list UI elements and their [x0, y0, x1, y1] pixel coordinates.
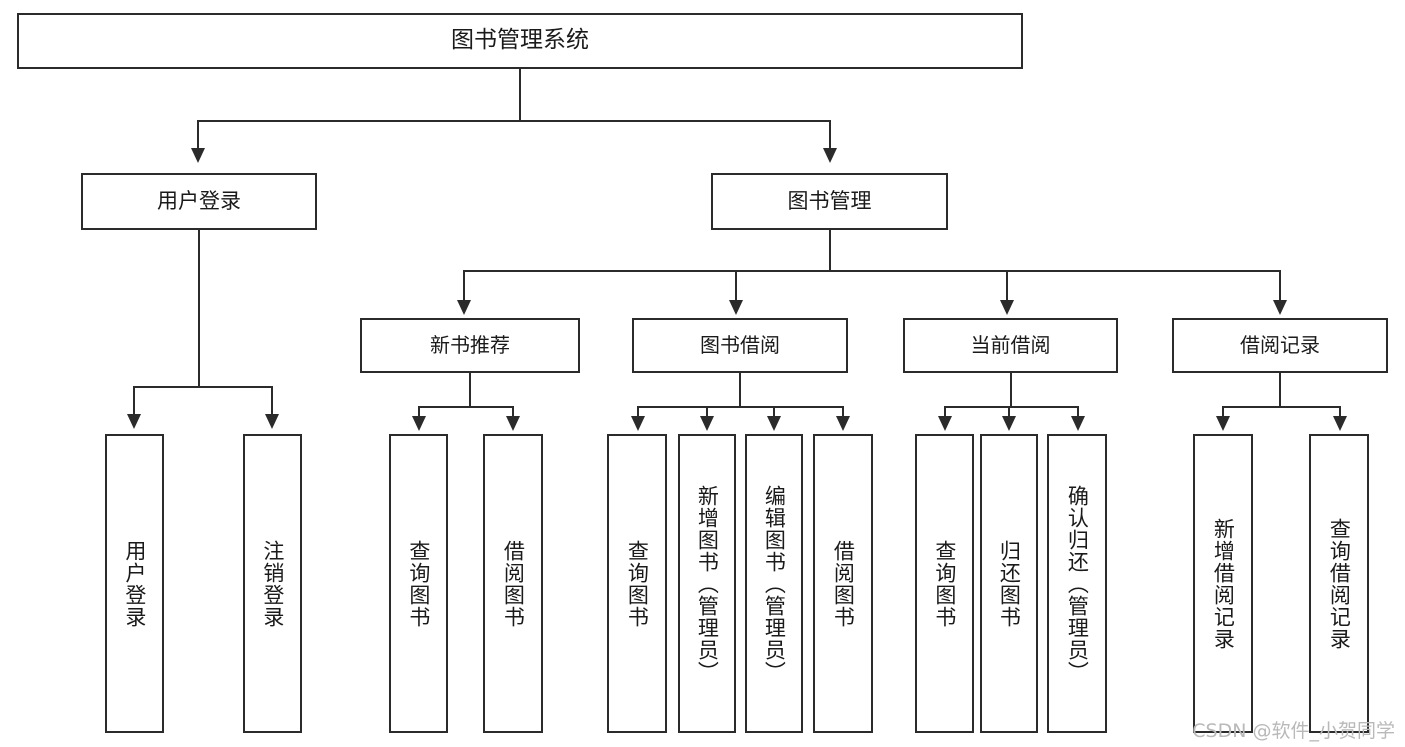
- node-label: 查询图书: [932, 539, 957, 628]
- leaf-query-book-new-rec[interactable]: 查询图书: [389, 434, 448, 733]
- connector-bb-bus: [637, 406, 844, 408]
- leaf-confirm-return-admin[interactable]: 确认归还（管理员）: [1047, 434, 1107, 733]
- connector-nbr-drop-2: [512, 406, 514, 418]
- node-label: 注销登录: [260, 539, 285, 628]
- node-label: 图书借阅: [700, 332, 780, 357]
- arrowhead-book-borrow: [729, 300, 743, 315]
- node-label: 用户登录: [157, 189, 241, 214]
- connector-bb-stem: [739, 373, 741, 407]
- leaf-query-book-current[interactable]: 查询图书: [915, 434, 974, 733]
- arrowhead-bb-query-book: [631, 416, 645, 431]
- leaf-user-login[interactable]: 用户登录: [105, 434, 164, 733]
- arrowhead-cb-return-book: [1002, 416, 1016, 431]
- connector-cb-drop-3: [1077, 406, 1079, 418]
- arrowhead-br-add-record: [1216, 416, 1230, 431]
- leaf-query-book-borrow[interactable]: 查询图书: [607, 434, 667, 733]
- connector-br-stem: [1279, 373, 1281, 407]
- arrowhead-bb-borrow-book: [836, 416, 850, 431]
- node-label: 查询图书: [625, 539, 650, 628]
- connector-bm-drop-3: [1006, 270, 1008, 302]
- node-book-borrow[interactable]: 图书借阅: [632, 318, 848, 373]
- connector-cb-stem: [1010, 373, 1012, 407]
- csdn-watermark: CSDN @软件_小贺同学: [1192, 720, 1395, 742]
- arrowhead-leaf-logout: [265, 414, 279, 429]
- node-label: 借阅图书: [501, 539, 526, 628]
- leaf-return-book[interactable]: 归还图书: [980, 434, 1038, 733]
- connector-user-login-drop-1: [133, 386, 135, 416]
- connector-cb-bus: [944, 406, 1078, 408]
- node-label: 新书推荐: [430, 332, 510, 357]
- connector-br-drop-2: [1339, 406, 1341, 418]
- connector-root-to-book-manage: [829, 120, 831, 150]
- leaf-borrow-book-borrow[interactable]: 借阅图书: [813, 434, 873, 733]
- node-label: 借阅图书: [831, 539, 856, 628]
- arrowhead-to-book-manage: [823, 148, 837, 163]
- leaf-add-borrow-record[interactable]: 新增借阅记录: [1193, 434, 1253, 733]
- node-new-book-recommend[interactable]: 新书推荐: [360, 318, 580, 373]
- connector-br-drop-1: [1222, 406, 1224, 418]
- connector-bb-drop-2: [706, 406, 708, 418]
- connector-root-to-user-login: [197, 120, 199, 150]
- connector-cb-drop-2: [1008, 406, 1010, 418]
- connector-bm-drop-1: [463, 270, 465, 302]
- node-label: 编辑图书（管理员）: [762, 484, 787, 683]
- node-label: 借阅记录: [1240, 332, 1320, 357]
- node-label: 用户登录: [122, 539, 147, 628]
- connector-user-login-stem: [198, 230, 200, 387]
- connector-bb-drop-3: [773, 406, 775, 418]
- node-root-book-management-system[interactable]: 图书管理系统: [17, 13, 1023, 69]
- connector-user-login-bus: [133, 386, 271, 388]
- node-label: 图书管理: [787, 189, 872, 214]
- leaf-query-borrow-record[interactable]: 查询借阅记录: [1309, 434, 1369, 733]
- connector-bb-drop-1: [637, 406, 639, 418]
- arrowhead-new-book-rec: [457, 300, 471, 315]
- node-label: 查询图书: [406, 539, 431, 628]
- connector-book-manage-stem: [829, 230, 831, 271]
- arrowhead-leaf-user-login: [127, 414, 141, 429]
- arrowhead-cb-query-book: [938, 416, 952, 431]
- leaf-edit-book-admin[interactable]: 编辑图书（管理员）: [745, 434, 803, 733]
- node-user-login[interactable]: 用户登录: [81, 173, 317, 230]
- node-label: 归还图书: [997, 539, 1022, 628]
- connector-book-manage-bus: [463, 270, 1281, 272]
- node-borrow-record[interactable]: 借阅记录: [1172, 318, 1388, 373]
- connector-cb-drop-1: [944, 406, 946, 418]
- connector-user-login-drop-2: [271, 386, 273, 416]
- node-label: 当前借阅: [970, 332, 1051, 357]
- arrowhead-current-borrow: [1000, 300, 1014, 315]
- leaf-logout-login[interactable]: 注销登录: [243, 434, 302, 733]
- arrowhead-cb-confirm-return: [1071, 416, 1085, 431]
- connector-root-stem: [519, 69, 521, 121]
- leaf-add-book-admin[interactable]: 新增图书（管理员）: [678, 434, 736, 733]
- connector-bb-drop-4: [842, 406, 844, 418]
- connector-nbr-drop-1: [418, 406, 420, 418]
- arrowhead-nbr-borrow-book: [506, 416, 520, 431]
- connector-nbr-stem: [469, 373, 471, 407]
- node-label: 确认归还（管理员）: [1065, 484, 1090, 683]
- connector-root-bus: [197, 120, 831, 122]
- arrowhead-nbr-query-book: [412, 416, 426, 431]
- node-label: 新增借阅记录: [1211, 517, 1236, 650]
- node-book-management[interactable]: 图书管理: [711, 173, 948, 230]
- node-label: 新增图书（管理员）: [695, 484, 720, 683]
- arrowhead-bb-add-book: [700, 416, 714, 431]
- arrowhead-br-query-record: [1333, 416, 1347, 431]
- arrowhead-borrow-record: [1273, 300, 1287, 315]
- leaf-borrow-book-new-rec[interactable]: 借阅图书: [483, 434, 543, 733]
- connector-br-bus: [1222, 406, 1339, 408]
- connector-nbr-bus: [418, 406, 514, 408]
- node-label: 图书管理系统: [451, 27, 589, 54]
- arrowhead-bb-edit-book: [767, 416, 781, 431]
- connector-bm-drop-4: [1279, 270, 1281, 302]
- connector-bm-drop-2: [735, 270, 737, 302]
- arrowhead-to-user-login: [191, 148, 205, 163]
- node-current-borrow[interactable]: 当前借阅: [903, 318, 1118, 373]
- node-label: 查询借阅记录: [1327, 517, 1352, 650]
